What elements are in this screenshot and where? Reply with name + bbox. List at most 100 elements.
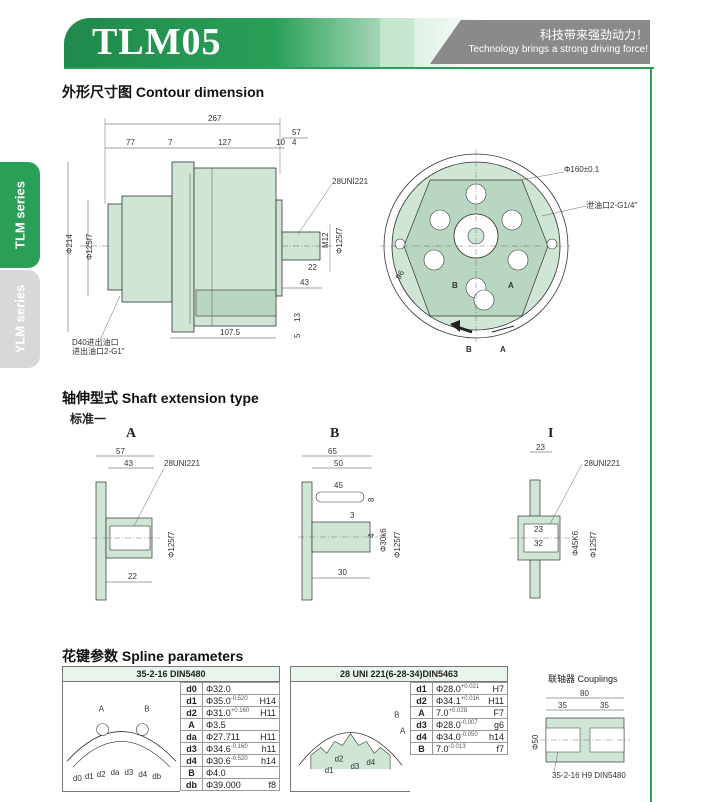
drain-port-note: 泄油口2-G1/4" bbox=[586, 200, 637, 210]
spline-fit-class: g6 bbox=[493, 719, 504, 730]
spline-param-key: d3 bbox=[410, 718, 433, 731]
section-title-contour: 外形尺寸图 Contour dimension bbox=[62, 84, 265, 100]
shaft-a-dim-57: 57 bbox=[116, 447, 125, 456]
shaft-view-b: 65 50 45 8 3 4 Φ30k6 Φ125f7 30 bbox=[298, 447, 402, 601]
shaft-b-dia-30: Φ30k6 bbox=[379, 528, 388, 552]
spline-param-key: B bbox=[180, 766, 203, 779]
spline-param-value: Φ32.0 bbox=[202, 682, 280, 695]
spline-left-d3: d3 bbox=[124, 768, 133, 777]
spline-value-text: 7.0 bbox=[436, 743, 449, 754]
coupling-dim-35-left: 35 bbox=[558, 701, 567, 710]
contour-front-view: B A Φ160±0.1 泄油口2-G1/4" 96 B A bbox=[380, 150, 637, 354]
port-label-a: A bbox=[508, 281, 514, 290]
shaft-b-dia-125: Φ125f7 bbox=[393, 531, 402, 558]
spline-value-text: Φ34.6 bbox=[206, 743, 231, 754]
rotation-arrow-a bbox=[491, 325, 515, 333]
spline-right-d4: d4 bbox=[366, 758, 375, 767]
shaft-standard-label: 标准一 bbox=[70, 412, 107, 426]
spline-param-key: d2 bbox=[410, 694, 433, 707]
shaft-a-spline: 28UNI221 bbox=[164, 459, 201, 468]
spline-fit-class: f7 bbox=[496, 743, 504, 754]
right-rule bbox=[650, 68, 652, 802]
side-tab-tlm[interactable]: TLM series bbox=[0, 162, 40, 268]
spline-tolerance: -0.013 bbox=[448, 743, 466, 750]
spline-value-text: 7.0 bbox=[436, 707, 449, 718]
shaft-i-dia-45: Φ45K6 bbox=[571, 530, 580, 556]
rotation-label-b: B bbox=[466, 345, 472, 354]
spline-tolerance: +0.028 bbox=[448, 707, 468, 714]
coupling-dim-80: 80 bbox=[580, 689, 589, 698]
coupling-note: 35-2-16 H9 DIN5480 bbox=[552, 771, 626, 780]
spline-left-d2: d2 bbox=[97, 770, 106, 779]
dim-107-5: 107.5 bbox=[220, 328, 241, 337]
shaft-a-dim-22: 22 bbox=[128, 572, 137, 581]
shaft-b-dim-30: 30 bbox=[338, 568, 347, 577]
dim-13: 13 bbox=[293, 313, 302, 322]
spline-fit-class: H14 bbox=[259, 695, 276, 706]
dim-7: 7 bbox=[168, 138, 173, 147]
spline-param-key: d0 bbox=[180, 682, 203, 695]
page-title: TLM05 bbox=[92, 21, 222, 63]
slogan-english: Technology brings a strong driving force… bbox=[468, 44, 648, 55]
shaft-b-dim-4: 4 bbox=[367, 533, 376, 538]
shaft-i-dia-125: Φ125f7 bbox=[589, 531, 598, 558]
shaft-b-dim-65: 65 bbox=[328, 447, 337, 456]
spline-left-d1: d1 bbox=[85, 772, 94, 781]
spline-value-text: Φ28.0 bbox=[436, 683, 461, 694]
spline-param-key: d1 bbox=[180, 694, 203, 707]
dim-22: 22 bbox=[308, 263, 317, 272]
dim-77: 77 bbox=[126, 138, 135, 147]
dim-dia-125-right: Φ125f7 bbox=[335, 227, 344, 254]
shaft-b-dim-8: 8 bbox=[367, 497, 376, 502]
arrow-head-b bbox=[450, 320, 460, 332]
spline-value-text: Φ27.711 bbox=[206, 731, 241, 742]
shaft-a-dia-125: Φ125f7 bbox=[167, 531, 176, 558]
shaft-type-b-letter: B bbox=[330, 426, 340, 441]
shaft-view-a: 57 43 28UNI221 Φ125f7 22 bbox=[92, 447, 201, 601]
spline-value-text: Φ31.0 bbox=[206, 707, 231, 718]
spline-param-key: A bbox=[180, 718, 203, 731]
dim-5: 5 bbox=[293, 333, 302, 338]
spline-fit-class: H7 bbox=[492, 683, 504, 694]
spline-tolerance: -0.007 bbox=[460, 719, 478, 726]
slogan-chinese: 科技带来强劲动力！ bbox=[539, 28, 648, 42]
side-tab-tlm-label: TLM series bbox=[12, 181, 28, 249]
spline-left-db: db bbox=[152, 772, 161, 781]
dim-4: 4 bbox=[292, 138, 297, 147]
dim-overall-length: 267 bbox=[208, 114, 222, 123]
spline-value-text: Φ34.1 bbox=[436, 695, 461, 706]
dim-10: 10 bbox=[276, 138, 285, 147]
spline-left-b: B bbox=[144, 705, 149, 714]
rotation-label-a: A bbox=[500, 345, 506, 354]
spline-fit-class: h11 bbox=[261, 743, 276, 754]
spline-param-value: Φ27.711 H11 bbox=[202, 730, 280, 743]
spline-param-key: d3 bbox=[180, 742, 203, 755]
shaft-i-spline: 28UNI221 bbox=[584, 459, 621, 468]
shaft-i-dim-23: 23 bbox=[534, 525, 543, 534]
spline-param-key: A bbox=[410, 706, 433, 719]
spline-fit-class: H11 bbox=[260, 731, 276, 742]
dim-dia-214: Φ214 bbox=[65, 234, 74, 254]
spline-param-value: Φ4.0 bbox=[202, 766, 280, 779]
spline-value-text: Φ30.6 bbox=[206, 755, 231, 766]
spline-right-d2: d2 bbox=[335, 754, 344, 763]
spline-param-key: db bbox=[180, 778, 203, 791]
side-tab-ylm[interactable]: YLM series bbox=[0, 270, 40, 368]
spline-right-a: A bbox=[400, 727, 406, 736]
spline-param-key: d4 bbox=[180, 754, 203, 767]
dim-m12: M12 bbox=[321, 232, 330, 248]
